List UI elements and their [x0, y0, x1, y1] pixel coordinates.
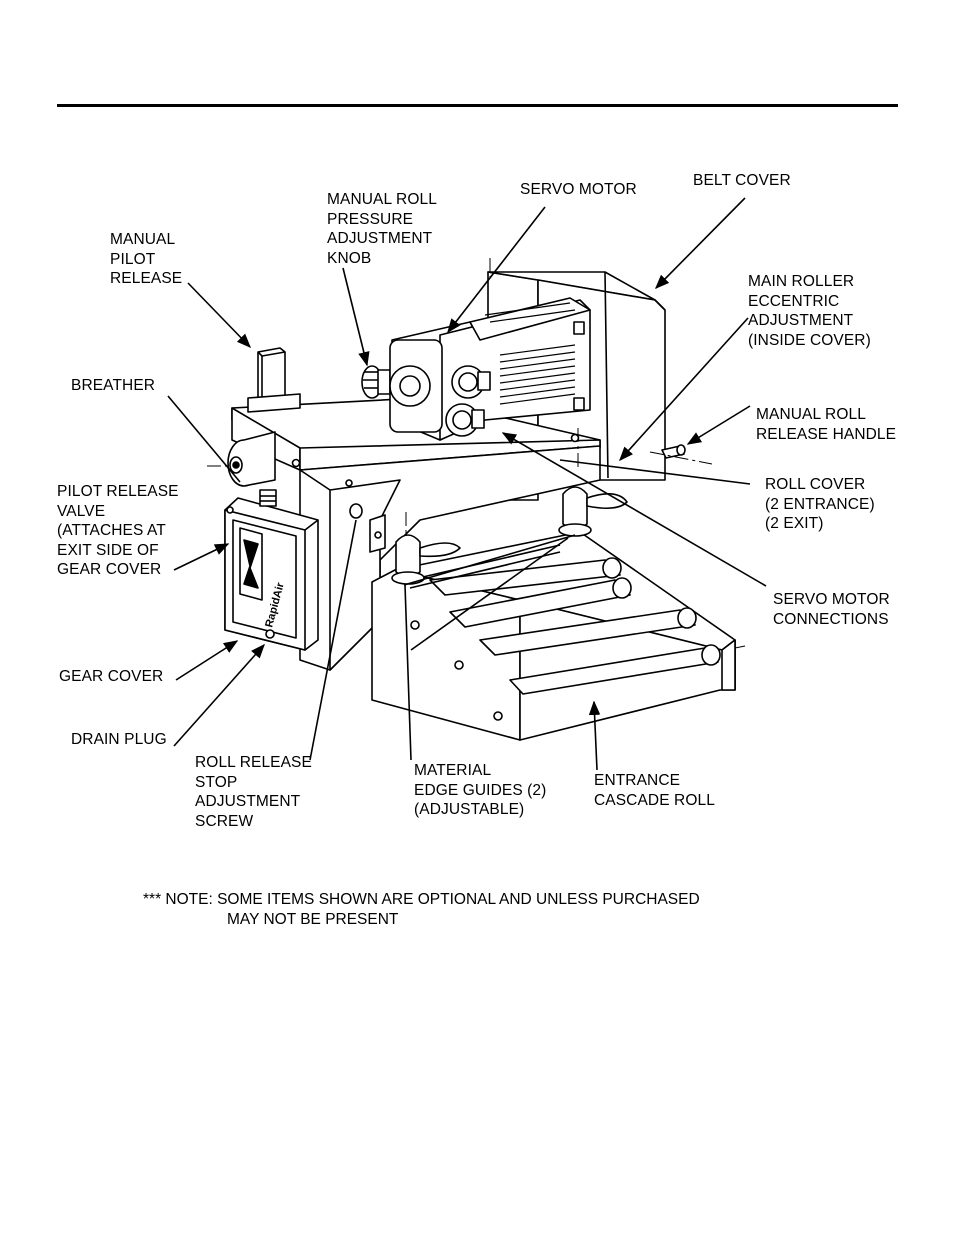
label-belt-cover: BELT COVER [693, 172, 791, 189]
label-manual-roll-release-handle: MANUAL ROLL RELEASE HANDLE [756, 406, 897, 443]
roll-release-screw [349, 503, 363, 519]
pilot-release-valve [259, 489, 277, 507]
entrance-cascade-frame [371, 531, 736, 741]
note-line-2: MAY NOT BE PRESENT [227, 910, 399, 928]
label-main-roller-eccentric: MAIN ROLLER ECCENTRIC ADJUSTMENT (INSIDE… [748, 273, 871, 349]
arrow-drain-plug [173, 643, 265, 747]
breather [227, 431, 276, 487]
arrow-edge-guide-2 [410, 537, 569, 651]
gear-cover: RapidAir [224, 497, 319, 651]
leader-arrows [167, 197, 767, 771]
arrow-breather [167, 395, 241, 483]
label-roll-release-stop-screw: ROLL RELEASE STOP ADJUSTMENT SCREW [195, 754, 312, 830]
manual-roll-release-handle [661, 444, 686, 459]
optional-items-note: *** NOTE: SOME ITEMS SHOWN ARE OPTIONAL … [143, 890, 700, 929]
arrow-belt-cover [654, 197, 746, 290]
arrow-servo-motor-connections [501, 432, 767, 587]
arrow-edge-guide-3 [403, 534, 576, 586]
arrow-roll-cover [559, 459, 751, 485]
label-servo-motor: SERVO MOTOR [520, 181, 637, 198]
label-gear-cover: GEAR COVER [59, 668, 164, 685]
arrow-roll-pressure-knob [342, 267, 370, 367]
servo-connectors [445, 365, 491, 437]
label-servo-motor-connections: SERVO MOTOR CONNECTIONS [773, 591, 890, 628]
label-entrance-cascade-roll: ENTRANCE CASCADE ROLL [594, 772, 715, 809]
header-rule [57, 104, 898, 107]
label-roll-cover: ROLL COVER (2 ENTRANCE) (2 EXIT) [765, 476, 875, 532]
label-material-edge-guides: MATERIAL EDGE GUIDES (2) (ADJUSTABLE) [414, 762, 547, 818]
arrow-roll-release-screw [309, 519, 357, 761]
arrow-manual-roll-release-handle [686, 405, 751, 445]
arrow-manual-pilot-release [187, 282, 252, 349]
arrow-servo-motor [447, 206, 546, 334]
manual-pilot-release [247, 347, 301, 413]
note-line-1: *** NOTE: SOME ITEMS SHOWN ARE OPTIONAL … [143, 891, 700, 908]
arrow-pilot-release-valve [173, 543, 230, 571]
label-pilot-release-valve: PILOT RELEASE VALVE (ATTACHES AT EXIT SI… [57, 483, 179, 578]
label-manual-roll-pressure-knob: MANUAL ROLL PRESSURE ADJUSTMENT KNOB [327, 191, 437, 267]
roll-covers [391, 486, 628, 585]
label-manual-pilot-release: MANUAL PILOT RELEASE [110, 231, 183, 287]
arrow-edge-guide-1 [404, 584, 412, 761]
label-drain-plug: DRAIN PLUG [71, 731, 167, 748]
arrow-main-roller-eccentric [619, 317, 749, 462]
arrow-gear-cover [175, 640, 239, 681]
arrow-entrance-cascade-roll [588, 700, 601, 771]
roll-pressure-knob [361, 365, 391, 399]
label-breather: BREATHER [71, 377, 156, 394]
